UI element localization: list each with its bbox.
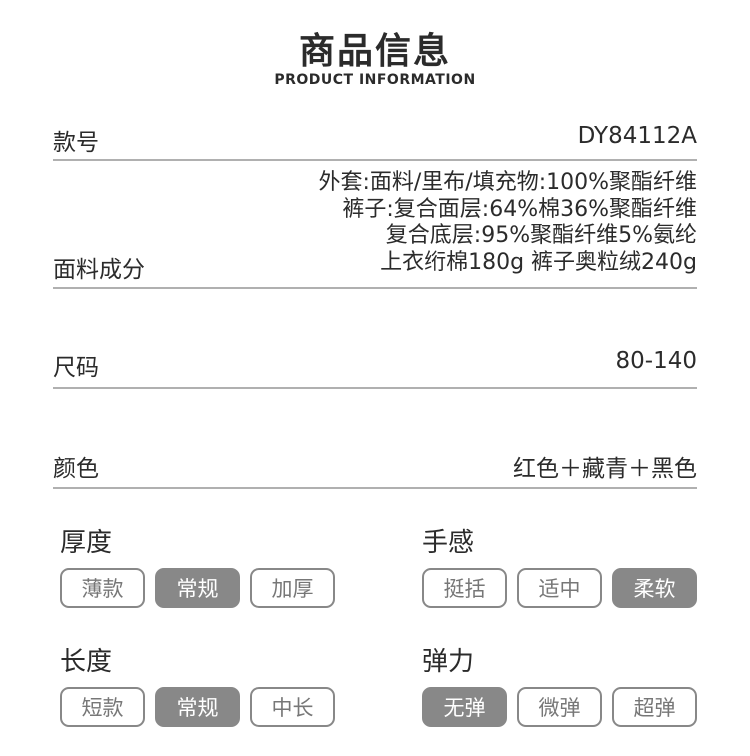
length-option-chip: 常规 xyxy=(155,687,240,727)
size-label: 尺码 xyxy=(53,355,99,381)
length-option-chip: 中长 xyxy=(250,687,335,727)
material-line: 外套:面料/里布/填充物:100%聚酯纤维 xyxy=(318,170,697,195)
thickness-label: 厚度 xyxy=(60,528,113,558)
length-label: 长度 xyxy=(60,647,113,677)
elasticity-option-chip: 微弹 xyxy=(517,687,602,727)
size-row: 尺码 80-140 xyxy=(53,288,697,389)
size-value: 80-140 xyxy=(615,348,697,374)
style-no-row: 款号 DY84112A xyxy=(53,118,697,161)
thickness-option-chip: 薄款 xyxy=(60,568,145,608)
elasticity-options: 无弹微弹超弹 xyxy=(422,687,697,727)
thickness-options: 薄款常规加厚 xyxy=(60,568,335,608)
style-no-value: DY84112A xyxy=(577,123,697,149)
hand-feel-option-chip: 适中 xyxy=(517,568,602,608)
material-value: 外套:面料/里布/填充物:100%聚酯纤维 裤子:复合面层:64%棉36%聚酯纤… xyxy=(318,170,697,277)
material-line: 复合底层:95%聚酯纤维5%氨纶 xyxy=(385,223,697,249)
material-label: 面料成分 xyxy=(53,257,145,283)
color-row: 颜色 红色＋藏青＋黑色 xyxy=(53,389,697,489)
material-line: 上衣绗棉180g 裤子奥粒绒240g xyxy=(380,250,697,276)
elasticity-label: 弹力 xyxy=(422,647,475,677)
elasticity-option-chip: 无弹 xyxy=(422,687,507,727)
length-options: 短款常规中长 xyxy=(60,687,335,727)
hand-feel-option-chip: 柔软 xyxy=(612,568,697,608)
page-subtitle: PRODUCT INFORMATION xyxy=(274,72,476,88)
style-no-label: 款号 xyxy=(53,130,99,156)
color-value: 红色＋藏青＋黑色 xyxy=(513,456,697,482)
elasticity-option-chip: 超弹 xyxy=(612,687,697,727)
hand-feel-option-chip: 挺括 xyxy=(422,568,507,608)
length-option-chip: 短款 xyxy=(60,687,145,727)
hand-feel-options: 挺括适中柔软 xyxy=(422,568,697,608)
hand-feel-label: 手感 xyxy=(422,528,475,558)
material-row: 面料成分 外套:面料/里布/填充物:100%聚酯纤维 裤子:复合面层:64%棉3… xyxy=(53,170,697,289)
material-line: 裤子:复合面层:64%棉36%聚酯纤维 xyxy=(342,196,697,222)
color-label: 颜色 xyxy=(53,456,99,482)
thickness-option-chip: 加厚 xyxy=(250,568,335,608)
thickness-option-chip: 常规 xyxy=(155,568,240,608)
page-title: 商品信息 xyxy=(298,31,451,72)
